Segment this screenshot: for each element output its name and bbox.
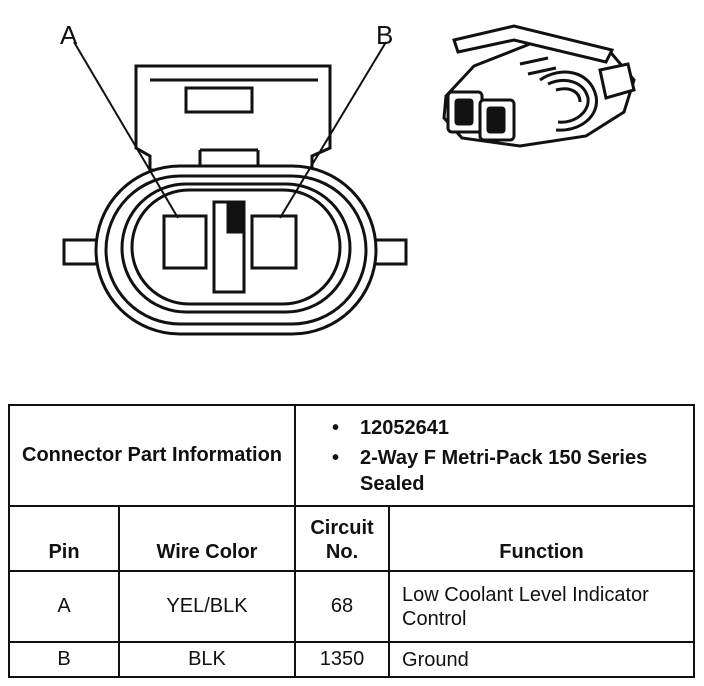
connector-diagram: A B bbox=[60, 20, 636, 336]
pin-cell: B bbox=[8, 641, 120, 678]
connector-face-view bbox=[62, 41, 408, 336]
connector-part-label: Connector Part Information bbox=[7, 403, 297, 508]
part-info-cell: 12052641 2-Way F Metri-Pack 150 Series S… bbox=[294, 403, 696, 508]
circuit-no-header: Circuit No. bbox=[294, 505, 391, 573]
function-cell: Low Coolant Level Indicator Control bbox=[388, 570, 696, 644]
circuit-cell: 1350 bbox=[294, 641, 391, 678]
wire-color-cell: BLK bbox=[117, 641, 297, 678]
table-row: B BLK 1350 Ground bbox=[8, 641, 696, 678]
wire-color-header: Wire Color bbox=[117, 505, 297, 573]
part-info-list: 12052641 2-Way F Metri-Pack 150 Series S… bbox=[332, 415, 693, 497]
table-row: A YEL/BLK 68 Low Coolant Level Indicator… bbox=[8, 570, 696, 644]
part-description: 2-Way F Metri-Pack 150 Series Sealed bbox=[332, 445, 693, 497]
circuit-cell: 68 bbox=[294, 570, 391, 644]
part-info-row: Connector Part Information 12052641 2-Wa… bbox=[7, 403, 696, 508]
function-header: Function bbox=[388, 505, 696, 573]
connector-3d-view bbox=[442, 24, 636, 148]
pin-cell: A bbox=[8, 570, 120, 644]
pin-label-b: B bbox=[376, 20, 393, 50]
pin-header: Pin bbox=[8, 505, 120, 573]
function-cell: Ground bbox=[388, 641, 696, 678]
pin-label-a: A bbox=[60, 20, 78, 50]
pin-a-cavity bbox=[162, 214, 208, 270]
connector-info-table: Connector Part Information 12052641 2-Wa… bbox=[7, 403, 696, 678]
pin-b-cavity bbox=[250, 214, 298, 270]
wire-color-cell: YEL/BLK bbox=[117, 570, 297, 644]
part-number: 12052641 bbox=[332, 415, 693, 441]
column-header-row: Pin Wire Color Circuit No. Function bbox=[8, 505, 696, 573]
